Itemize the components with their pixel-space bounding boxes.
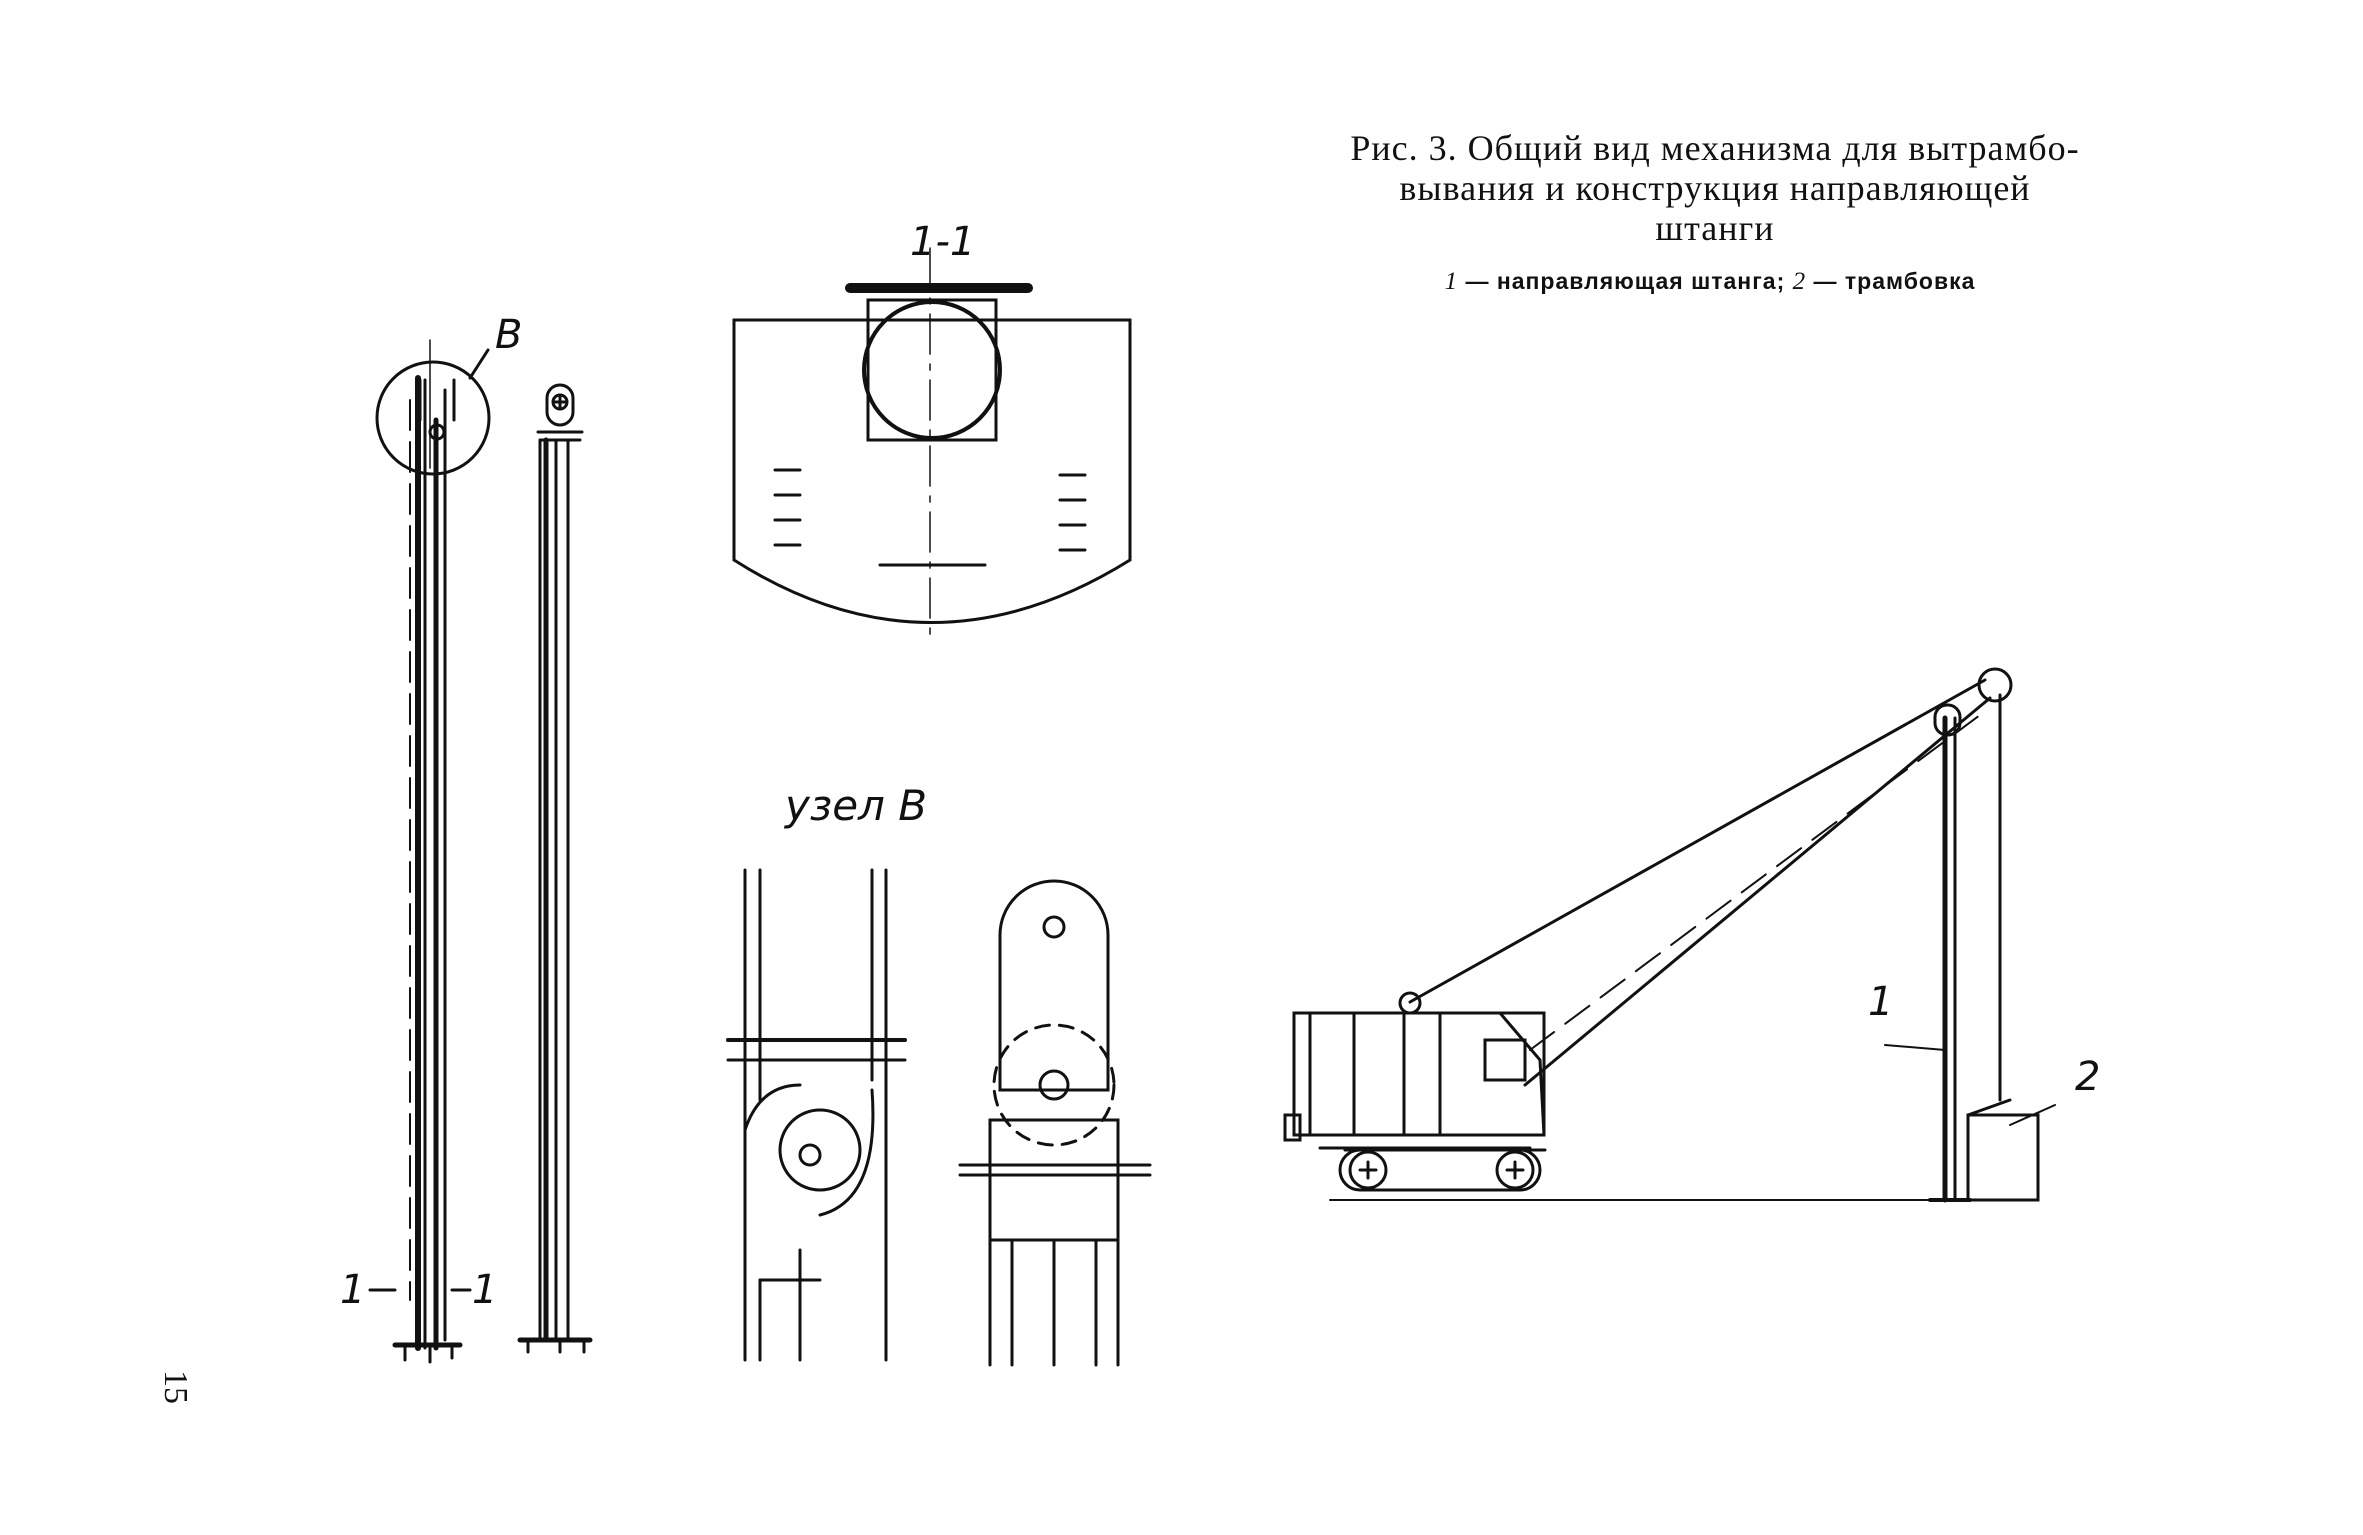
section-1-1 <box>732 247 1132 641</box>
caption-line: Рис. 3. Общий вид механизма для вытрамбо… <box>1350 128 2080 168</box>
crane-assembly <box>1283 667 2056 1203</box>
guide-rod-side-view <box>368 339 491 1364</box>
node-b-title: узел В <box>783 781 927 830</box>
caption-line: штанги <box>1655 208 1775 248</box>
legend-num-2: 2 <box>1792 268 1807 295</box>
section-1-1-title: 1-1 <box>910 219 975 265</box>
legend-text-1: — направляющая штанга; <box>1458 268 1793 294</box>
crane-wheel <box>1348 1150 1388 1190</box>
crane-wheel <box>1495 1150 1535 1190</box>
section-left-label: 1 <box>340 1267 365 1313</box>
crane-cab <box>1292 1011 1546 1137</box>
node-b-circle <box>375 360 491 476</box>
crane-tamper-label: 2 <box>2075 1054 2100 1100</box>
legend-text-2: — трамбовка <box>1806 268 1976 294</box>
figure-caption-title: Рис. 3. Общий вид механизма для вытрамбо… <box>1290 128 2140 248</box>
guide-rod-front-view <box>517 383 593 1354</box>
page-number: 15 <box>157 1370 194 1404</box>
node-b-detail <box>726 868 1152 1367</box>
crane-rod-label: 1 <box>1868 979 1893 1025</box>
figure-legend: 1 — направляющая штанга; 2 — трамбовка <box>1360 268 2060 296</box>
rod-cross-section <box>862 300 1002 440</box>
tamper <box>1966 1113 2040 1202</box>
caption-line: вывания и конструкция направляющей <box>1399 168 2031 208</box>
section-right-label: 1 <box>472 1267 497 1313</box>
legend-num-1: 1 <box>1444 268 1459 295</box>
node-b-label: В <box>495 312 522 358</box>
